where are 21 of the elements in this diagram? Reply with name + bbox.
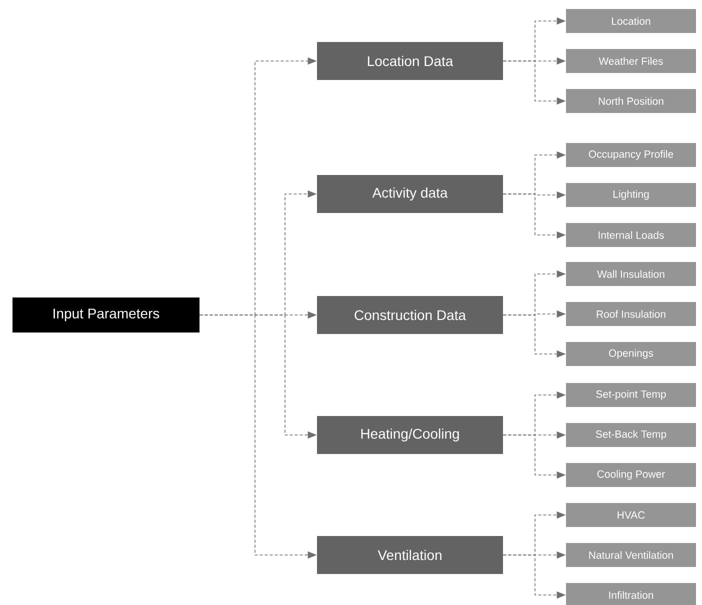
parameter-box: Infiltration — [566, 583, 696, 605]
parameter-box: Occupancy Profile — [566, 143, 696, 167]
parameter-box: Internal Loads — [566, 223, 696, 247]
parameter-box: Openings — [566, 342, 696, 366]
parameter-box: Set-Back Temp — [566, 423, 696, 447]
category-box: Ventilation — [317, 536, 503, 574]
parameter-box: Lighting — [566, 183, 696, 207]
parameter-box: Weather Files — [566, 49, 696, 73]
parameter-box: Wall Insulation — [566, 262, 696, 286]
category-box: Location Data — [317, 42, 503, 80]
parameter-box: HVAC — [566, 503, 696, 527]
parameter-box: North Position — [566, 89, 696, 113]
parameter-box: Cooling Power — [566, 463, 696, 487]
parameter-box: Natural Ventilation — [566, 543, 696, 567]
parameter-box: Roof Insulation — [566, 302, 696, 326]
category-box: Activity data — [317, 175, 503, 213]
category-box: Heating/Cooling — [317, 416, 503, 454]
parameter-box: Set-point Temp — [566, 383, 696, 407]
parameter-box: Location — [566, 9, 696, 33]
input-box: Input Parameters — [12, 298, 200, 332]
category-box: Construction Data — [317, 296, 503, 334]
